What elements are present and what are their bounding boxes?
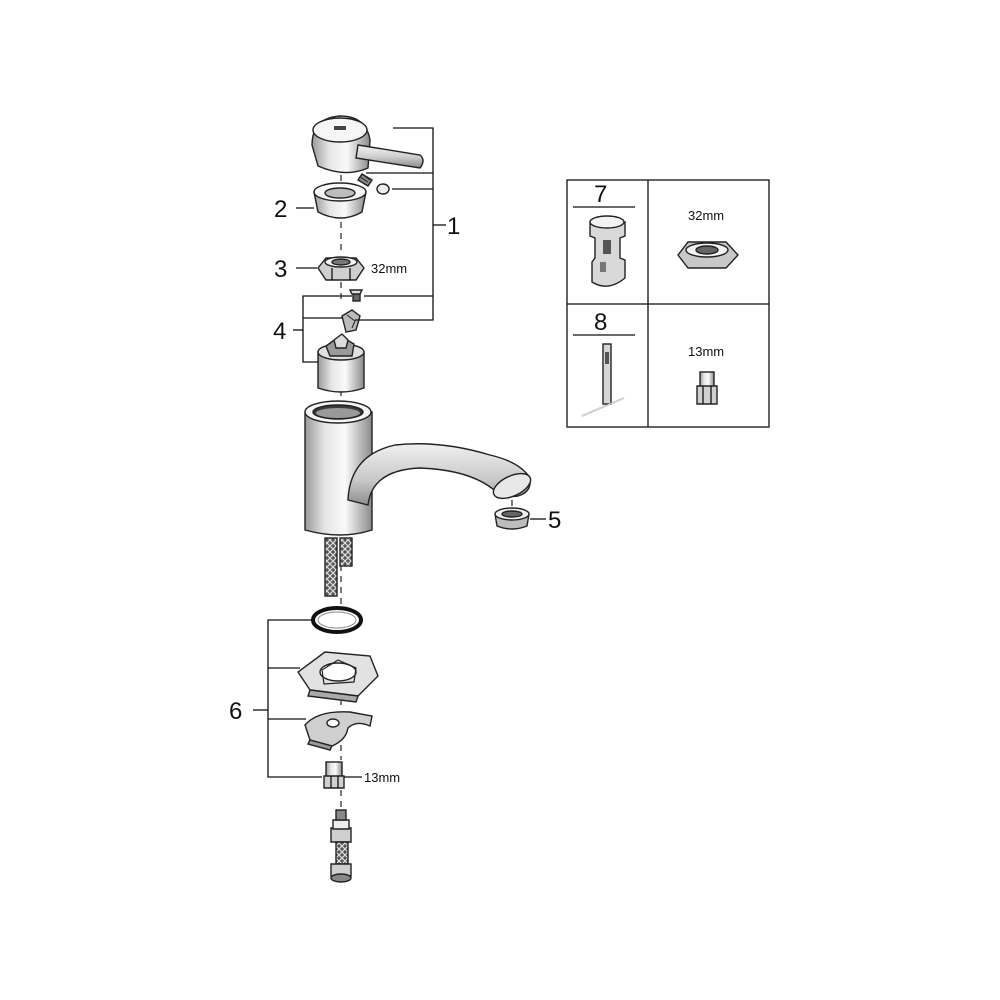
screw-cap bbox=[376, 183, 390, 195]
tool-8-size: 13mm bbox=[688, 344, 724, 359]
tool-7-size: 32mm bbox=[688, 208, 724, 223]
cartridge-screw bbox=[348, 289, 364, 302]
o-ring bbox=[311, 606, 363, 634]
faucet-body bbox=[304, 400, 373, 536]
lever-handle bbox=[311, 115, 424, 174]
spout bbox=[347, 443, 532, 506]
cap-nut-tool-icon bbox=[677, 241, 739, 269]
adapter-piece bbox=[341, 309, 361, 333]
nipple-size: 13mm bbox=[364, 770, 400, 785]
mounting-plate bbox=[297, 651, 379, 703]
cartridge bbox=[317, 333, 365, 393]
logo-mark bbox=[334, 126, 346, 130]
flex-hose bbox=[330, 809, 352, 883]
tools-table: 7 32mm 8 13mm bbox=[566, 179, 770, 428]
supply-hoses bbox=[324, 537, 353, 597]
cartridge-wrench-icon bbox=[589, 215, 626, 287]
bracket-1 bbox=[355, 127, 434, 321]
bracket-6 bbox=[267, 619, 322, 778]
callout-2: 2 bbox=[274, 196, 287, 223]
bracket-4 bbox=[302, 295, 352, 363]
escutcheon bbox=[313, 182, 367, 219]
threaded-nipple bbox=[323, 761, 345, 789]
horseshoe-washer bbox=[304, 711, 373, 751]
callout-6: 6 bbox=[229, 698, 242, 725]
callout-4: 4 bbox=[273, 318, 286, 345]
nipple-tool-icon bbox=[696, 371, 718, 405]
cap-nut bbox=[317, 256, 365, 281]
grub-screw bbox=[357, 173, 373, 187]
tool-number-7: 7 bbox=[594, 181, 607, 208]
callout-3: 3 bbox=[274, 256, 287, 283]
callout-1: 1 bbox=[447, 213, 460, 240]
t-wrench-icon bbox=[581, 343, 625, 417]
tool-number-8: 8 bbox=[594, 309, 607, 336]
callout-5: 5 bbox=[548, 507, 561, 534]
aerator bbox=[494, 507, 530, 530]
cap-nut-size: 32mm bbox=[371, 261, 407, 276]
